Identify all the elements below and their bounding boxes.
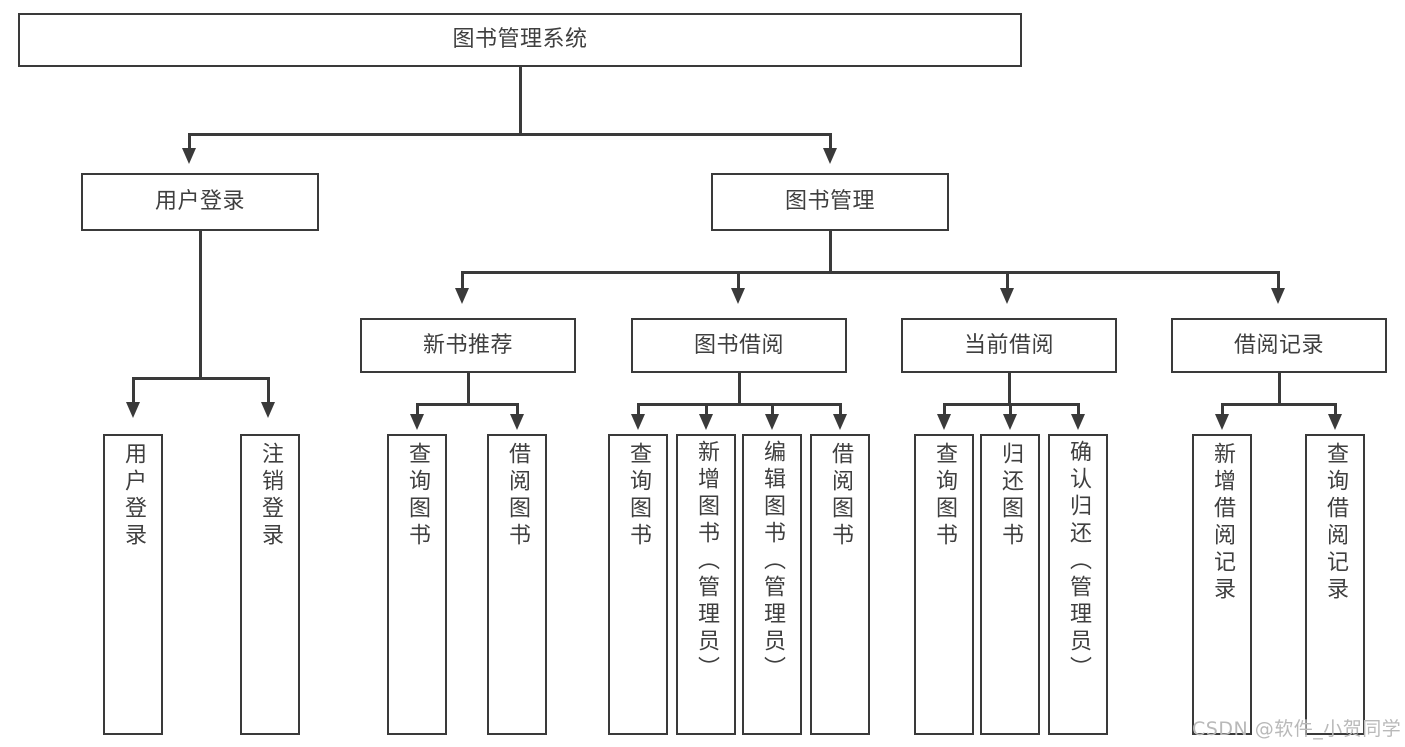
node-label: 借阅记录	[1233, 332, 1324, 358]
connector-book-management-bar	[461, 271, 1280, 274]
connector-bb-bar	[637, 403, 842, 406]
connector-user-login-bar	[132, 377, 269, 380]
connector-bm-drop-3	[1006, 271, 1009, 290]
arrowhead-leaf-query-book-2	[631, 414, 645, 430]
connector-cb-stem	[1008, 373, 1011, 405]
node-label: 新书推荐	[422, 332, 513, 358]
arrowhead-to-new-book-recommend	[455, 288, 469, 304]
connector-br-drop-1	[1221, 403, 1224, 415]
connector-bb-drop-4	[839, 403, 842, 415]
arrowhead-leaf-return-book	[1003, 414, 1017, 430]
connector-bb-stem	[738, 373, 741, 405]
leaf-label: 借阅图书	[828, 442, 853, 550]
node-label: 图书借阅	[693, 332, 784, 358]
leaf-label: 借阅图书	[505, 442, 530, 550]
connector-cb-drop-1	[943, 403, 946, 415]
arrowhead-leaf-confirm-return	[1071, 414, 1085, 430]
leaf-add-record[interactable]: 新增借阅记录	[1192, 434, 1252, 735]
node-label: 图书管理	[784, 189, 875, 215]
connector-user-login-drop-2	[267, 377, 270, 404]
leaf-logout-login[interactable]: 注销登录	[240, 434, 300, 735]
connector-book-management-stem	[829, 231, 832, 273]
node-label: 当前借阅	[963, 332, 1054, 358]
leaf-label: 新增图书（管理员）	[694, 440, 719, 683]
node-root-book-management-system[interactable]: 图书管理系统	[18, 13, 1022, 67]
leaf-edit-book[interactable]: 编辑图书（管理员）	[742, 434, 802, 735]
connector-user-login-drop-1	[132, 377, 135, 404]
connector-bm-drop-4	[1277, 271, 1280, 290]
connector-nbr-stem	[467, 373, 470, 405]
connector-nbr-bar	[416, 403, 519, 406]
connector-cb-drop-3	[1077, 403, 1080, 415]
connector-bm-drop-1	[461, 271, 464, 290]
arrowhead-leaf-add-record	[1215, 414, 1229, 430]
connector-bb-drop-3	[771, 403, 774, 415]
connector-bb-drop-1	[637, 403, 640, 415]
leaf-add-book[interactable]: 新增图书（管理员）	[676, 434, 736, 735]
leaf-borrow-book-2[interactable]: 借阅图书	[810, 434, 870, 735]
arrowhead-to-borrow-record	[1271, 288, 1285, 304]
connector-cb-drop-2	[1009, 403, 1012, 415]
connector-br-stem	[1278, 373, 1281, 405]
connector-br-bar	[1221, 403, 1337, 406]
leaf-return-book[interactable]: 归还图书	[980, 434, 1040, 735]
leaf-borrow-book-1[interactable]: 借阅图书	[487, 434, 547, 735]
arrowhead-leaf-logout-login	[261, 402, 275, 418]
connector-br-drop-2	[1334, 403, 1337, 415]
leaf-label: 新增借阅记录	[1210, 442, 1235, 604]
connector-bb-drop-2	[705, 403, 708, 415]
connector-root-bar	[188, 133, 831, 136]
arrowhead-leaf-edit-book	[765, 414, 779, 430]
node-book-borrow[interactable]: 图书借阅	[631, 318, 847, 373]
connector-root-drop-right	[829, 133, 832, 150]
connector-cb-bar	[943, 403, 1080, 406]
connector-nbr-drop-1	[416, 403, 419, 415]
leaf-query-record[interactable]: 查询借阅记录	[1305, 434, 1365, 735]
node-new-book-recommend[interactable]: 新书推荐	[360, 318, 576, 373]
leaf-label: 查询图书	[405, 442, 430, 550]
leaf-user-login[interactable]: 用户登录	[103, 434, 163, 735]
leaf-query-book-3[interactable]: 查询图书	[914, 434, 974, 735]
leaf-label: 确认归还（管理员）	[1066, 440, 1091, 683]
leaf-label: 查询图书	[932, 442, 957, 550]
connector-bm-drop-2	[737, 271, 740, 290]
arrowhead-leaf-user-login	[126, 402, 140, 418]
node-current-borrow[interactable]: 当前借阅	[901, 318, 1117, 373]
leaf-label: 查询图书	[626, 442, 651, 550]
node-user-login[interactable]: 用户登录	[81, 173, 319, 231]
arrowhead-leaf-query-record	[1328, 414, 1342, 430]
leaf-label: 查询借阅记录	[1323, 442, 1348, 604]
arrowhead-leaf-borrow-book-1	[510, 414, 524, 430]
arrowhead-leaf-borrow-book-2	[833, 414, 847, 430]
node-book-management[interactable]: 图书管理	[711, 173, 949, 231]
arrowhead-to-user-login	[182, 148, 196, 164]
leaf-query-book-1[interactable]: 查询图书	[387, 434, 447, 735]
leaf-label: 编辑图书（管理员）	[760, 440, 785, 683]
connector-nbr-drop-2	[516, 403, 519, 415]
node-label: 用户登录	[154, 189, 245, 215]
leaf-label: 用户登录	[121, 442, 146, 550]
arrowhead-leaf-query-book-3	[937, 414, 951, 430]
node-label: 图书管理系统	[452, 27, 588, 53]
node-borrow-record[interactable]: 借阅记录	[1171, 318, 1387, 373]
connector-user-login-stem	[199, 231, 202, 379]
arrowhead-to-book-management	[823, 148, 837, 164]
connector-root-drop-left	[188, 133, 191, 150]
arrowhead-leaf-add-book	[699, 414, 713, 430]
leaf-label: 注销登录	[258, 442, 283, 550]
arrowhead-to-current-borrow	[1000, 288, 1014, 304]
leaf-confirm-return[interactable]: 确认归还（管理员）	[1048, 434, 1108, 735]
leaf-query-book-2[interactable]: 查询图书	[608, 434, 668, 735]
arrowhead-to-book-borrow	[731, 288, 745, 304]
leaf-label: 归还图书	[998, 442, 1023, 550]
arrowhead-leaf-query-book-1	[410, 414, 424, 430]
connector-root-stem	[519, 67, 522, 135]
